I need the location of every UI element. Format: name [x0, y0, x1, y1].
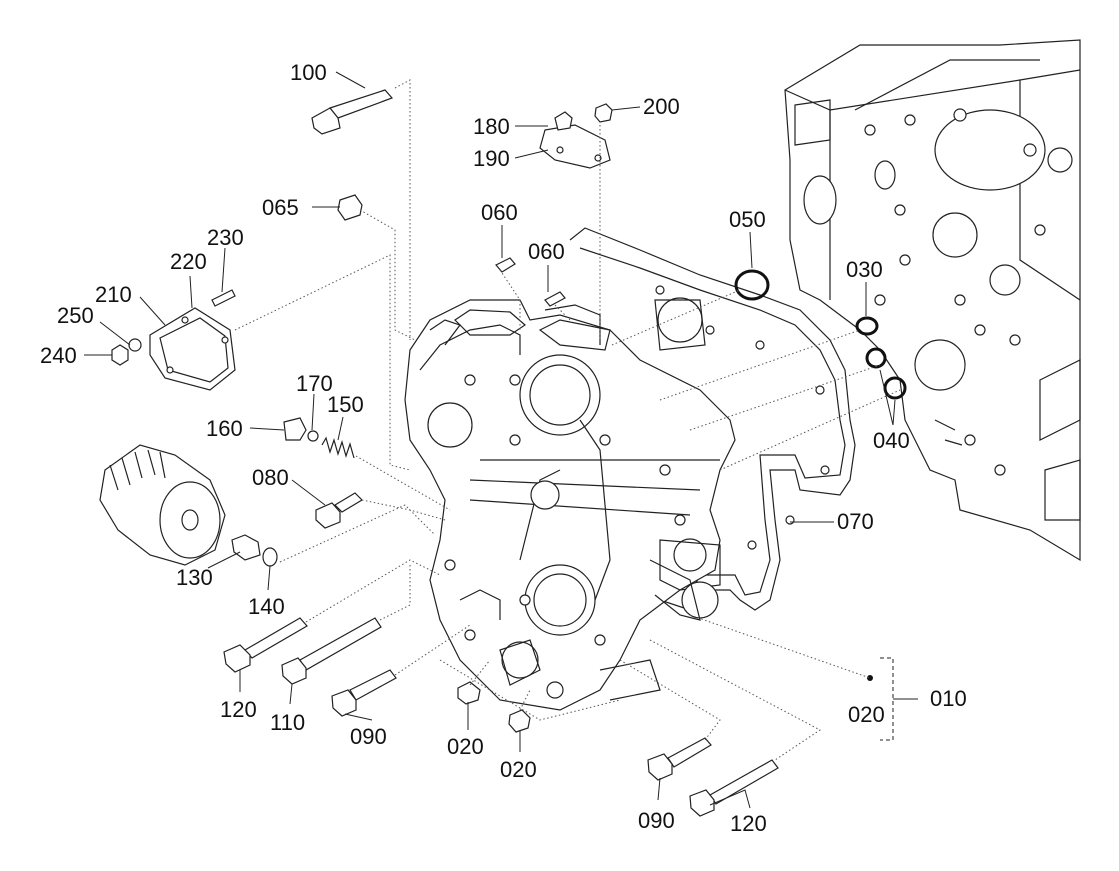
- label-220: 220: [170, 249, 207, 274]
- label-180: 180: [473, 114, 510, 139]
- o-ring-030-drawing: [855, 316, 879, 336]
- label-170: 170: [296, 371, 333, 396]
- stud-230-drawing: [211, 289, 236, 307]
- bolt-090a-drawing: [331, 669, 397, 717]
- plug-020b-drawing: [508, 709, 531, 733]
- gasket-drawing: [569, 227, 856, 611]
- plug-065-drawing: [337, 194, 363, 221]
- part-140-drawing: [262, 547, 278, 567]
- bolt-120b-drawing: [689, 759, 779, 817]
- o-ring-050-drawing: [734, 269, 770, 301]
- label-110: 110: [270, 710, 305, 735]
- bolt-100-drawing: [311, 89, 394, 135]
- bolt-120a-drawing: [223, 617, 308, 673]
- o-ring-040a-drawing: [865, 347, 887, 369]
- ball-170-drawing: [307, 430, 319, 442]
- label-010: 010: [930, 686, 967, 711]
- label-160: 160: [206, 416, 243, 441]
- o-ring-040b-drawing: [883, 376, 907, 400]
- label-130: 130: [176, 565, 213, 590]
- label-060b: 060: [528, 239, 565, 264]
- label-190: 190: [473, 146, 510, 171]
- label-060a: 060: [481, 200, 518, 225]
- label-250: 250: [57, 303, 94, 328]
- label-020a: 020: [447, 734, 484, 759]
- label-030: 030: [846, 257, 883, 282]
- label-050: 050: [729, 207, 766, 232]
- cover-plate-210-drawing: [149, 307, 236, 391]
- label-140: 140: [248, 594, 285, 619]
- oil-filter-drawing: [99, 444, 226, 566]
- bolt-090b-drawing: [647, 737, 712, 781]
- bracket-010: [880, 657, 894, 741]
- label-210: 210: [95, 282, 132, 307]
- label-040: 040: [873, 428, 910, 453]
- washer-250-drawing: [128, 338, 142, 352]
- label-240: 240: [40, 343, 77, 368]
- bolt-110-drawing: [281, 617, 382, 685]
- label-090a: 090: [350, 724, 387, 749]
- spring-150-drawing: [321, 436, 355, 459]
- label-080: 080: [252, 465, 289, 490]
- engine-block-drawing: [784, 39, 1081, 562]
- nut-240-drawing: [111, 344, 129, 366]
- label-120b: 120: [730, 811, 767, 836]
- cover-180-drawing: [539, 103, 613, 169]
- label-120a: 120: [220, 697, 257, 722]
- label-070: 070: [837, 509, 874, 534]
- label-090b: 090: [638, 808, 675, 833]
- label-200: 200: [643, 94, 680, 119]
- label-150: 150: [327, 392, 364, 417]
- label-020c: 020: [848, 702, 885, 727]
- leader-lines: [84, 71, 896, 809]
- label-020b: 020: [500, 757, 537, 782]
- label-100: 100: [290, 60, 327, 85]
- label-230: 230: [207, 225, 244, 250]
- fitting-130-drawing: [231, 534, 261, 561]
- label-065: 065: [262, 195, 299, 220]
- gear-case-drawing: [404, 299, 736, 711]
- plug-020c-dot: [867, 675, 873, 681]
- plug-160-drawing: [283, 417, 307, 441]
- pin-060-drawing: [495, 257, 566, 307]
- bolt-080-drawing: [315, 492, 363, 529]
- plug-020a-drawing: [457, 681, 481, 705]
- assembly-lines: [234, 79, 901, 761]
